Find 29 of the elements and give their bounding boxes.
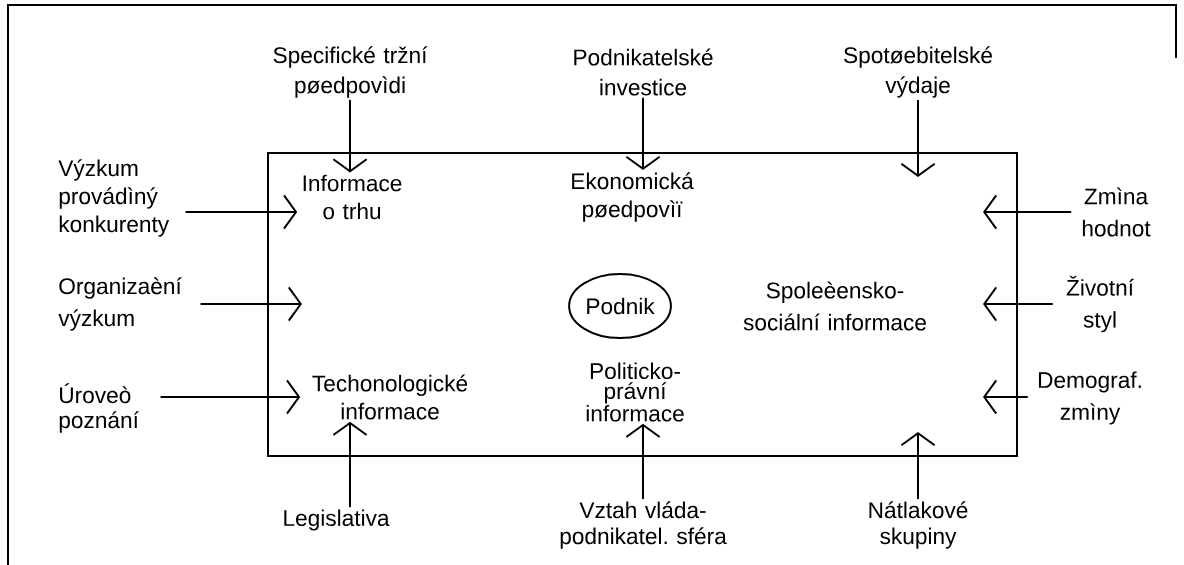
- ellipse-node: Podnik: [568, 273, 672, 339]
- text-label: Vztah vláda-podnikatel. sféra: [560, 501, 727, 549]
- text-label: Politicko-právní informace: [586, 362, 684, 422]
- arrow: [159, 379, 301, 415]
- text-label: Životní styl: [1066, 275, 1134, 333]
- text-label: Úroveò poznání: [59, 383, 139, 433]
- arrow: [625, 423, 661, 501]
- rectangle-frame: [267, 152, 1018, 457]
- text-label: Zmìna hodnot: [1082, 187, 1151, 237]
- arrow: [184, 194, 298, 230]
- arrow: [983, 286, 1054, 322]
- arrow: [983, 194, 1073, 230]
- text-label: Ekonomická pøedpovìï: [572, 172, 694, 222]
- text-label: Spotøebitelské výdaje: [844, 46, 992, 98]
- text-label: Podnikatelské investice: [574, 48, 713, 96]
- text-label: Demograf. zmìny: [1038, 371, 1141, 425]
- arrow: [332, 421, 368, 509]
- text-label: Specifické tržní pøedpovìdi: [273, 46, 428, 98]
- arrow: [625, 96, 661, 171]
- arrow: [199, 286, 302, 322]
- text-label: Legislativa: [284, 509, 390, 531]
- text-label: Techonologické informace: [312, 374, 468, 420]
- text-label: Výzkum provádìný konkurenty: [58, 159, 170, 237]
- text-label: Spoleèensko-sociální informace: [743, 281, 926, 331]
- text-label: Organizaèní výzkum: [58, 277, 182, 331]
- text-label: Nátlakové skupiny: [869, 501, 968, 549]
- arrow: [900, 98, 936, 177]
- arrow: [332, 98, 368, 173]
- text-label: Informace o trhu: [303, 174, 402, 220]
